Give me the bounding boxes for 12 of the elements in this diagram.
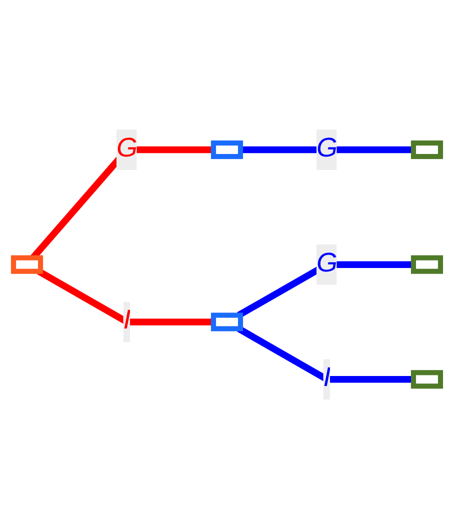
node-box: [410, 370, 444, 389]
edge-label: I: [123, 306, 131, 336]
node-box: [410, 140, 444, 159]
tree-diagram: G I G G I: [0, 116, 454, 414]
edge-label: G: [116, 134, 138, 164]
node-box: [10, 255, 44, 274]
node-box: [210, 312, 244, 332]
edge-label: G: [316, 134, 338, 164]
node-box: [410, 255, 444, 274]
node-box: [210, 140, 244, 159]
edge-label: G: [316, 249, 338, 278]
edge-label: I: [323, 364, 331, 393]
